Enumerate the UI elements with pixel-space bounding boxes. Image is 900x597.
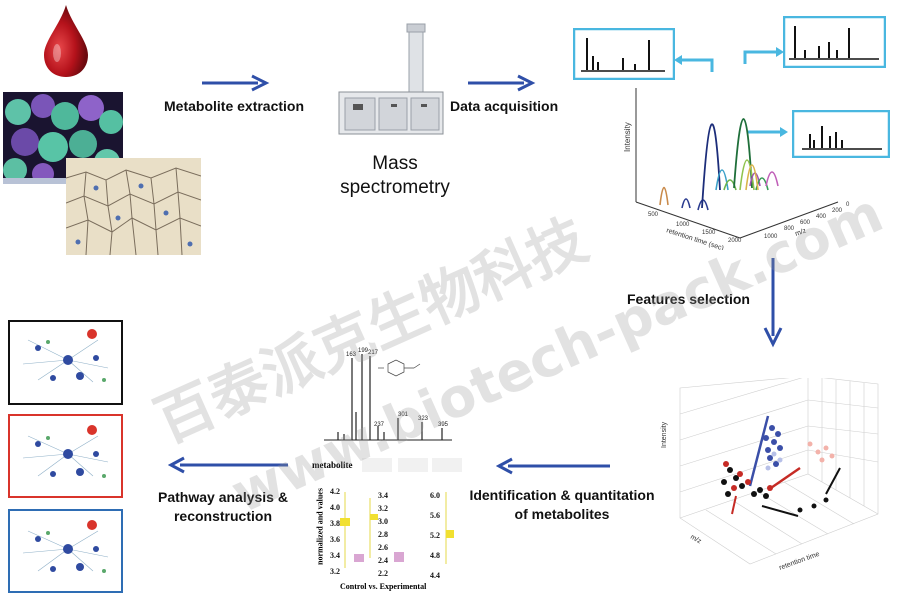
ms-peak-label: 217 bbox=[368, 350, 379, 356]
boxplot-tick: 4.2 bbox=[330, 487, 340, 496]
arrow-down-icon bbox=[763, 258, 783, 348]
boxplot-box bbox=[340, 518, 350, 526]
arrow-right-icon bbox=[202, 74, 270, 92]
boxplot-tick: 4.8 bbox=[430, 551, 440, 560]
pca-3d-scatter: Intensity m/z retention time bbox=[661, 378, 879, 572]
arrow-left-icon bbox=[168, 456, 288, 474]
boxplot-tick: 3.2 bbox=[378, 504, 388, 513]
boxplot-box bbox=[446, 530, 454, 538]
ms-peak-label: 163 bbox=[346, 352, 357, 358]
boxplot-panel: metabolite normalized and values 4.2 4.0… bbox=[312, 458, 462, 594]
lcms-ylabel: m/z bbox=[794, 227, 807, 238]
step-features-selection: Features selection bbox=[627, 291, 750, 307]
spectrum-box-1 bbox=[573, 28, 675, 80]
boxplot-box bbox=[370, 514, 378, 520]
spectrum-box-3 bbox=[792, 110, 890, 158]
arrow-right-icon bbox=[468, 74, 536, 92]
lcms-zlabel: Intensity bbox=[623, 122, 632, 152]
boxplot-header-cell bbox=[362, 458, 392, 472]
boxplot-tick: 3.0 bbox=[378, 517, 388, 526]
lcms-x-tick: 2000 bbox=[728, 238, 742, 244]
boxplot-header: metabolite bbox=[312, 460, 353, 470]
pca-xlabel: m/z bbox=[689, 534, 703, 546]
boxplot-tick: 4.4 bbox=[430, 571, 440, 580]
lcms-y-tick: 800 bbox=[784, 226, 795, 232]
boxplot-xlabel: Control vs. Experimental bbox=[340, 582, 427, 591]
lcms-y-tick: 0 bbox=[846, 202, 850, 208]
lcms-y-tick: 200 bbox=[832, 208, 843, 214]
step-pathway: Pathway analysis & reconstruction bbox=[158, 489, 288, 524]
boxplot-tick: 3.4 bbox=[330, 551, 340, 560]
ms-peak-label: 323 bbox=[418, 416, 429, 422]
step-identification: Identification & quantitation of metabol… bbox=[469, 487, 655, 522]
ms-peak-label: 199 bbox=[358, 348, 369, 354]
pathway-network-panel-3 bbox=[8, 509, 123, 593]
ms-peak-label: 301 bbox=[398, 412, 409, 418]
boxplot-tick: 5.6 bbox=[430, 511, 440, 520]
boxplot-header-cell bbox=[432, 458, 462, 472]
boxplot-chart: 4.2 4.0 3.8 3.6 3.4 3.2 3.4 3.2 3.0 2.8 … bbox=[330, 487, 454, 580]
boxplot-tick: 3.4 bbox=[378, 491, 388, 500]
pca-ylabel: retention time bbox=[778, 551, 820, 572]
lcms-y-tick: 1000 bbox=[764, 234, 778, 240]
boxplot-tick: 6.0 bbox=[430, 491, 440, 500]
lcms-x-tick: 500 bbox=[648, 212, 659, 218]
step-data-acquisition: Data acquisition bbox=[450, 98, 559, 114]
lcms-x-tick: 1500 bbox=[702, 230, 716, 236]
lcms-xlabel: retention time (sec) bbox=[665, 227, 724, 250]
boxplot-header-cell bbox=[398, 458, 428, 472]
step-mass-spectrometry: Mass spectrometry bbox=[340, 153, 450, 198]
boxplot-tick: 2.6 bbox=[378, 543, 388, 552]
boxplot-tick: 2.4 bbox=[378, 556, 388, 565]
pathway-network-panel-1 bbox=[8, 320, 123, 405]
boxplot-tick: 2.8 bbox=[378, 530, 388, 539]
tissue-microscopy-image bbox=[66, 158, 201, 255]
boxplot-tick: 4.0 bbox=[330, 503, 340, 512]
boxplot-box bbox=[394, 552, 404, 562]
spectrum-box-2 bbox=[783, 16, 886, 68]
lcms-3d-plot: Intensity retention time (sec) m/z 500 1… bbox=[623, 47, 850, 250]
lcms-y-tick: 600 bbox=[800, 220, 811, 226]
step-metabolite-extraction: Metabolite extraction bbox=[164, 98, 305, 114]
mass-spectrometer-image bbox=[338, 23, 444, 135]
cell-microscopy-image bbox=[3, 92, 123, 184]
boxplot-tick: 5.2 bbox=[430, 531, 440, 540]
lcms-y-tick: 400 bbox=[816, 214, 827, 220]
lcms-x-tick: 1000 bbox=[676, 222, 690, 228]
ms-peak-label: 395 bbox=[438, 422, 449, 428]
blood-drop-icon bbox=[44, 5, 88, 77]
boxplot-tick: 2.2 bbox=[378, 569, 388, 578]
pca-zlabel: Intensity bbox=[661, 421, 668, 448]
boxplot-box bbox=[354, 554, 364, 562]
boxplot-tick: 3.6 bbox=[330, 535, 340, 544]
ms-peak-label: 237 bbox=[374, 422, 385, 428]
ms-identification-spectrum: 163 199 217 237 301 323 395 bbox=[324, 348, 452, 441]
boxplot-tick: 3.8 bbox=[330, 519, 340, 528]
arrow-left-icon bbox=[496, 457, 610, 475]
boxplot-tick: 3.2 bbox=[330, 567, 340, 576]
pathway-network-panel-2 bbox=[8, 414, 123, 498]
